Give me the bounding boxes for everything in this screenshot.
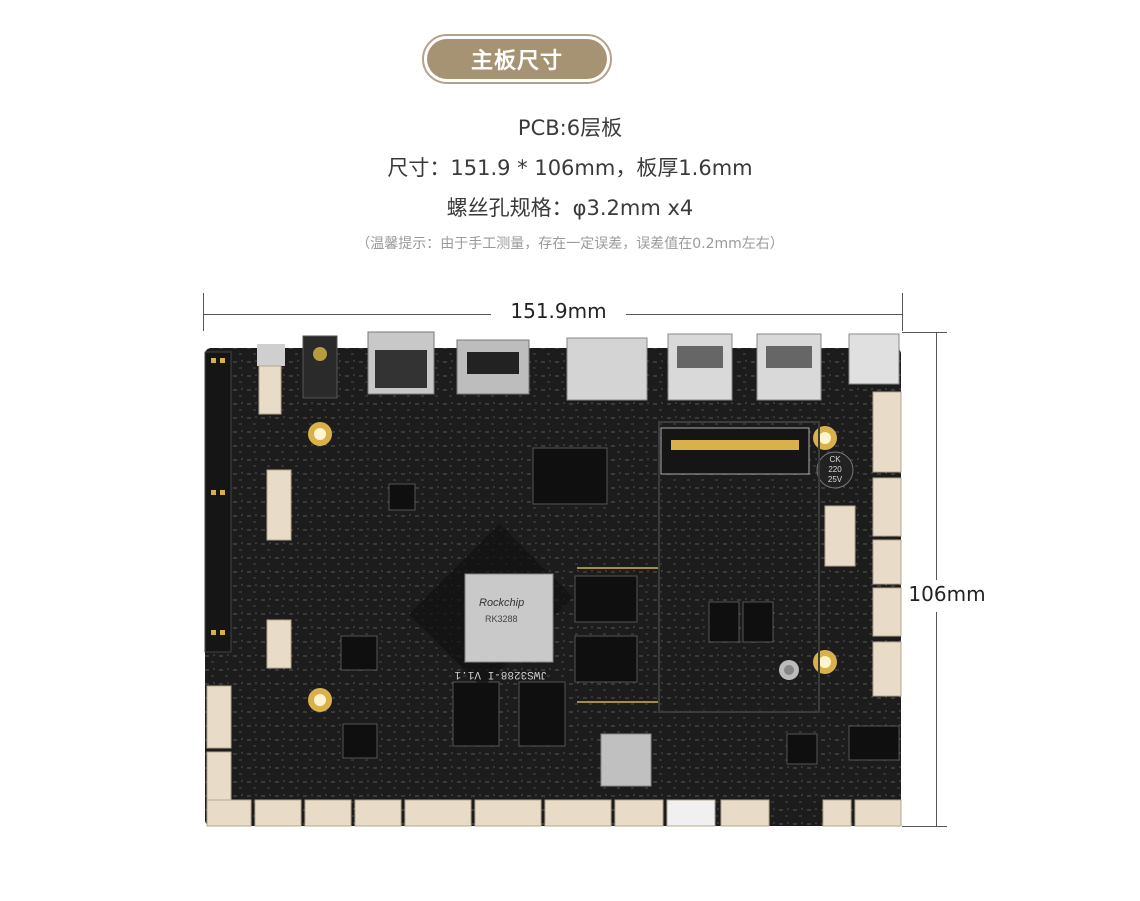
button-connector: [257, 344, 285, 366]
height-dimension-tick-top: [902, 332, 947, 333]
height-dimension-line-top: [936, 332, 937, 580]
connector-right-3: [872, 539, 902, 585]
connector-left-5: [206, 751, 232, 801]
board-version-text: JWS3288-I V1.1: [454, 668, 547, 680]
connector-left-3: [266, 619, 292, 669]
bottom-connectors: [206, 799, 902, 827]
section-title-badge: 主板尺寸: [422, 34, 612, 84]
capacitor: [816, 451, 854, 489]
svg-text:CK: CK: [829, 455, 841, 464]
measurement-note: （温馨提示：由于手工测量，存在一定误差，误差值在0.2mm左右）: [356, 236, 784, 252]
spec-screw-holes: 螺丝孔规格：φ3.2mm x4: [446, 196, 694, 220]
svg-text:25V: 25V: [828, 475, 843, 484]
section-title: 主板尺寸: [427, 39, 607, 79]
width-dimension-line-right: [626, 314, 902, 315]
connector-left-1: [258, 365, 282, 415]
ram-chip-2: [574, 635, 638, 683]
width-dimension-line-left: [203, 314, 491, 315]
connector-right-2: [872, 477, 902, 537]
connector-right-6: [824, 505, 856, 567]
dc-power-jack: [848, 333, 900, 385]
mounting-holes: [308, 422, 837, 712]
flash-chip: [532, 447, 608, 505]
gpio-header: [204, 351, 232, 653]
svg-text:220: 220: [828, 465, 842, 474]
connector-right-4: [872, 587, 902, 637]
connector-right-5: [872, 641, 902, 697]
soc-brand-text: Rockchip: [479, 597, 524, 609]
width-dimension-label: 151.9mm: [510, 299, 607, 323]
m2-slot: [660, 427, 810, 475]
spec-board-size: 尺寸：151.9 * 106mm，板厚1.6mm: [387, 156, 753, 180]
connector-left-4: [206, 685, 232, 749]
height-dimension-tick-bottom: [902, 826, 947, 827]
ram-chip-4: [518, 681, 566, 747]
soc-chip: [464, 573, 554, 663]
audio-jack: [302, 335, 338, 399]
height-dimension-label: 106mm: [900, 582, 994, 606]
soc-model-text: RK3288: [485, 614, 518, 624]
ram-chip-3: [452, 681, 500, 747]
motherboard-illustration: CK 220 25V Rockchip RK3288 JWS3288-I V1.…: [204, 331, 902, 827]
spec-pcb-layers: PCB:6层板: [517, 116, 623, 140]
wifi-module: [600, 733, 652, 787]
sd-card-slot: [566, 337, 648, 401]
ram-chip-1: [574, 575, 638, 623]
width-dimension-tick-right: [902, 293, 903, 331]
height-dimension-line-bottom: [936, 612, 937, 826]
connector-right-1: [872, 391, 902, 473]
connector-left-2: [266, 469, 292, 541]
width-dimension-tick-left: [203, 293, 204, 331]
motherboard-image: CK 220 25V Rockchip RK3288 JWS3288-I V1.…: [203, 330, 903, 830]
